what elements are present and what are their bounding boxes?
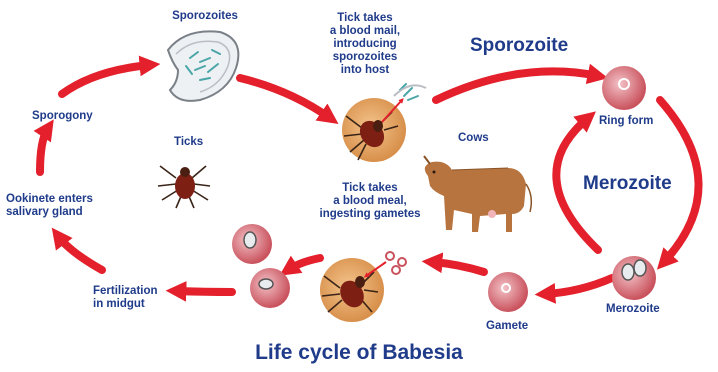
feeding-tick-icon <box>342 84 426 162</box>
label-sporogony: Sporogony <box>32 110 93 123</box>
ingesting-tick-icon <box>320 252 406 322</box>
label-gamete: Gamete <box>486 320 528 333</box>
label-tick-bite-in: Tick takes a blood mail, introducing spo… <box>300 12 430 77</box>
arrow-tick-to-ring <box>436 71 598 100</box>
fertilization-cells-icon <box>232 224 290 308</box>
cow-icon <box>424 156 531 232</box>
label-fertilization: Fertilization in midgut <box>93 285 158 311</box>
salivary-gland-icon <box>168 31 238 101</box>
arrow-ookinete-to-sporogony <box>40 128 48 172</box>
label-ring-form: Ring form <box>599 115 653 128</box>
arrow-fertilization-left <box>176 291 232 292</box>
arrow-tick-to-fertilization <box>288 258 320 270</box>
tick-icon <box>158 166 210 208</box>
merozoite-cell-icon <box>612 256 656 300</box>
label-cows: Cows <box>458 132 489 145</box>
diagram-title: Life cycle of Babesia <box>0 341 718 365</box>
label-sporozoites: Sporozoites <box>155 10 255 23</box>
label-ookinete: Ookinete enters salivary gland <box>6 193 93 219</box>
arrow-gamete-to-tick <box>432 262 484 272</box>
label-tick-bite-out: Tick takes a blood meal, ingesting gamet… <box>300 182 440 221</box>
label-merozoite-stage: Merozoite <box>583 173 672 195</box>
label-merozoite: Merozoite <box>606 303 660 316</box>
arrow-to-ookinete <box>58 236 102 270</box>
arrow-merozoite-to-gamete <box>545 278 612 294</box>
label-sporozoite-stage: Sporozoite <box>470 35 568 57</box>
ring-form-cell-icon <box>602 66 646 110</box>
label-ticks: Ticks <box>174 136 203 149</box>
arrow-sporogony-to-sporozoites <box>62 65 150 94</box>
arrow-sporozoites-to-tick <box>240 78 330 118</box>
gamete-cell-icon <box>488 272 528 312</box>
